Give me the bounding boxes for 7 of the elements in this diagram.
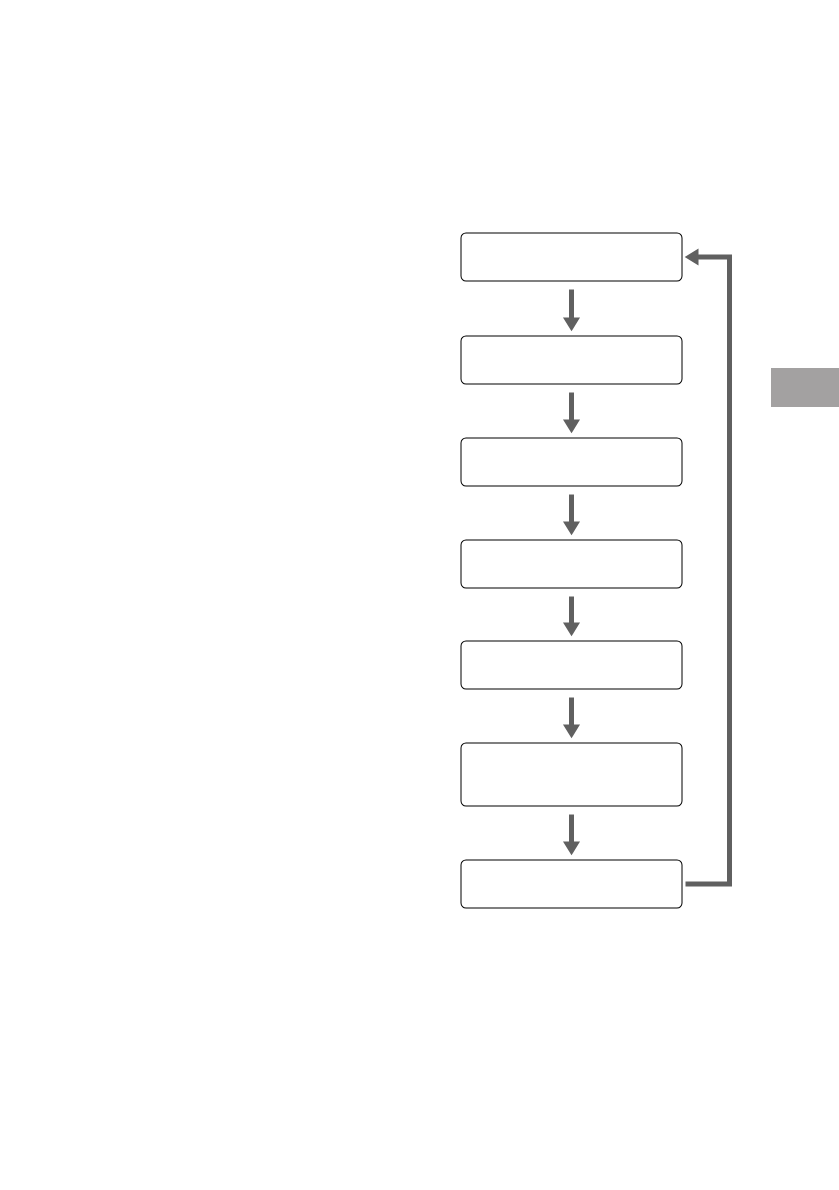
- process-box: [460, 859, 683, 909]
- process-box: [460, 232, 683, 282]
- process-box: [460, 437, 683, 487]
- process-box: [460, 640, 683, 690]
- process-box: [460, 742, 683, 807]
- process-box: [460, 335, 683, 385]
- process-box: [460, 539, 683, 589]
